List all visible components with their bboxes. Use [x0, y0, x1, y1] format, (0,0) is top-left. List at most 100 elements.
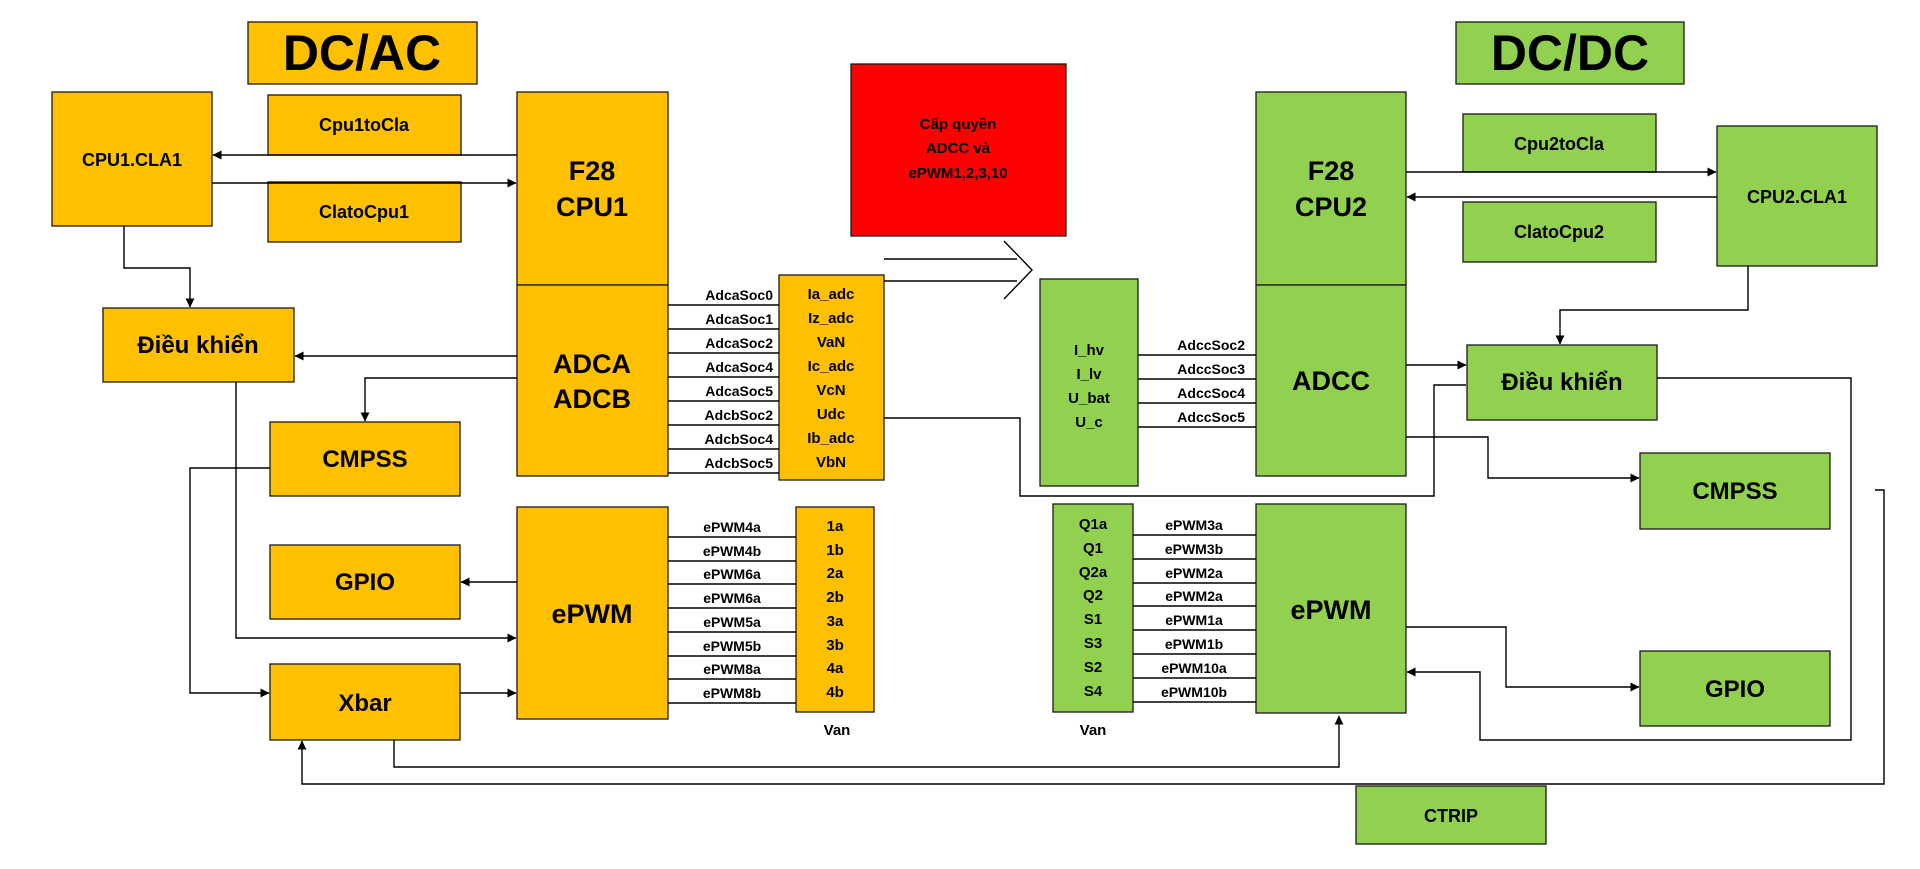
- sense-item: U_c: [1075, 414, 1103, 431]
- dcac-adc-signal-block: [778, 274, 885, 481]
- van-item: 4a: [827, 660, 844, 677]
- adc-signal: Iz_adc: [808, 310, 854, 327]
- epwm-signal-label: ePWM5a: [703, 614, 761, 630]
- control2-to-epwm-arrow: [1406, 377, 1852, 741]
- dcac-cmpss-block: [269, 421, 461, 497]
- switch-item: S3: [1084, 635, 1102, 652]
- cla-to-cpu1-label: ClatoCpu1: [319, 202, 409, 222]
- dcac-title: DC/AC: [283, 25, 441, 81]
- ctrip-block: [1355, 785, 1547, 845]
- dcdc-epwm-wires: ePWM3a ePWM3b ePWM2a ePWM2a ePWM1a ePWM1…: [1133, 517, 1256, 703]
- adc-soc-label: AdcaSoc1: [705, 311, 773, 327]
- f28-cpu1-block: [516, 91, 669, 286]
- switch-item: Q1a: [1079, 516, 1108, 533]
- udc-to-dcdc-control-line: [884, 384, 1466, 497]
- cla-to-cpu2-label: ClatoCpu2: [1514, 222, 1604, 242]
- van-item: 2b: [826, 589, 844, 606]
- switch-item: Q2a: [1079, 564, 1108, 581]
- epwm-signal-label: ePWM6a: [703, 566, 761, 582]
- van-item: 1a: [827, 518, 844, 535]
- dcdc-epwm-signal-label: ePWM1b: [1165, 636, 1223, 652]
- adcc-soc-label: AdccSoc3: [1177, 361, 1245, 377]
- adc-to-cmpss-arrow: [360, 377, 517, 422]
- dcac-connectors: [123, 150, 1885, 785]
- dcac-cmpss-label: CMPSS: [322, 446, 407, 473]
- adc-signal: VcN: [816, 382, 845, 399]
- adc-soc-label: AdcaSoc0: [705, 287, 773, 303]
- dcdc-gpio-block: [1639, 650, 1831, 727]
- xbar-to-dcdc-epwm-arrow: [393, 715, 1344, 768]
- dcdc-title-box: [1455, 21, 1685, 85]
- epwm-signal-label: ePWM8a: [703, 661, 761, 677]
- center-section: Cấp quyền ADCC và ePWM1,2,3,10: [850, 63, 1067, 300]
- switch-item: S2: [1084, 659, 1102, 676]
- grant-line3: ePWM1,2,3,10: [908, 165, 1007, 182]
- cpu2-to-cla-block: [1462, 113, 1657, 173]
- cla2-to-control-arrow: [1555, 266, 1749, 345]
- van-item: 3a: [827, 613, 844, 630]
- cpu1-cla1-label: CPU1.CLA1: [82, 150, 182, 170]
- cla-to-cpu2-block: [1462, 201, 1657, 263]
- dcdc-van-block: [1052, 503, 1134, 713]
- switch-item: Q1: [1083, 540, 1103, 557]
- adcc-soc-label: AdccSoc2: [1177, 337, 1245, 353]
- dcac-epwm-block: [516, 506, 669, 720]
- adcc-soc-label: AdccSoc5: [1177, 409, 1245, 425]
- dcdc-van-caption: Van: [1080, 722, 1107, 739]
- grant-line2: ADCC và: [926, 140, 991, 157]
- sense-item: I_lv: [1076, 366, 1102, 383]
- dcdc-sense-list: I_hv I_lv U_bat U_c: [1068, 342, 1110, 431]
- dcdc-cmpss-block: [1639, 452, 1831, 530]
- adcc-to-cmpss-arrow: [1406, 436, 1640, 483]
- ctrip-to-xbar-arrow: [297, 489, 1885, 785]
- dcac-control-label: Điều khiển: [137, 332, 258, 359]
- dcdc-section: DC/DC F28 CPU2 ADCC Cpu2toCla ClatoCpu2 …: [1039, 21, 1878, 845]
- epwm-signal-label: ePWM4b: [703, 543, 761, 559]
- dcdc-epwm-signal-label: ePWM1a: [1165, 612, 1223, 628]
- switch-item: Q2: [1083, 587, 1103, 604]
- dcac-gpio-block: [269, 544, 461, 620]
- dcac-control-block: [102, 307, 295, 383]
- dcdc-sense-block: [1039, 278, 1139, 487]
- epwm2-to-gpio-arrow: [1406, 626, 1640, 692]
- dcdc-control-block: [1466, 344, 1658, 421]
- dcdc-title: DC/DC: [1491, 25, 1649, 81]
- adca-adcb-block: [516, 284, 669, 477]
- adc-signal: VbN: [816, 454, 846, 471]
- dcdc-epwm-signal-label: ePWM10b: [1161, 684, 1227, 700]
- adcc-label: ADCC: [1292, 366, 1370, 396]
- cpu1-to-cla-label: Cpu1toCla: [319, 115, 410, 135]
- dcdc-cmpss-label: CMPSS: [1692, 478, 1777, 505]
- epwm-signal-label: ePWM8b: [703, 685, 761, 701]
- cpu1-cla1-block: [51, 91, 213, 227]
- sense-item: I_hv: [1074, 342, 1105, 359]
- cpu2-cla1-block: [1716, 125, 1878, 267]
- dcdc-epwm-signal-label: ePWM2a: [1165, 565, 1223, 581]
- dcdc-epwm-signal-label: ePWM3a: [1165, 517, 1223, 533]
- adc-signal: Ia_adc: [808, 286, 855, 303]
- adc-soc-label: AdcbSoc2: [705, 407, 774, 423]
- adc-line2: ADCB: [553, 384, 631, 414]
- epwm-signal-label: ePWM4a: [703, 519, 761, 535]
- dcdc-epwm-signal-label: ePWM3b: [1165, 541, 1223, 557]
- cpu2-line2: CPU2: [1295, 192, 1367, 222]
- ctrip-label: CTRIP: [1424, 806, 1478, 826]
- adc-soc-label: AdcaSoc4: [705, 359, 773, 375]
- adc-soc-label: AdcbSoc5: [705, 455, 774, 471]
- van-item: 2a: [827, 565, 844, 582]
- cpu2-cla1-label: CPU2.CLA1: [1747, 187, 1847, 207]
- dcac-van-block: [795, 506, 875, 713]
- dcac-xbar-label: Xbar: [338, 690, 391, 717]
- switch-item: S4: [1084, 683, 1103, 700]
- sense-item: U_bat: [1068, 390, 1110, 407]
- cpu1-line1: F28: [569, 156, 616, 186]
- grant-line1: Cấp quyền: [920, 116, 997, 133]
- dcdc-epwm-signal-label: ePWM10a: [1161, 660, 1227, 676]
- dcdc-epwm-label: ePWM: [1291, 595, 1372, 625]
- dcdc-gpio-label: GPIO: [1705, 676, 1765, 703]
- dcdc-connectors: [1406, 167, 1852, 741]
- dcac-epwm-label: ePWM: [552, 599, 633, 629]
- adc-line1: ADCA: [553, 349, 631, 379]
- adc-soc-label: AdcaSoc2: [705, 335, 773, 351]
